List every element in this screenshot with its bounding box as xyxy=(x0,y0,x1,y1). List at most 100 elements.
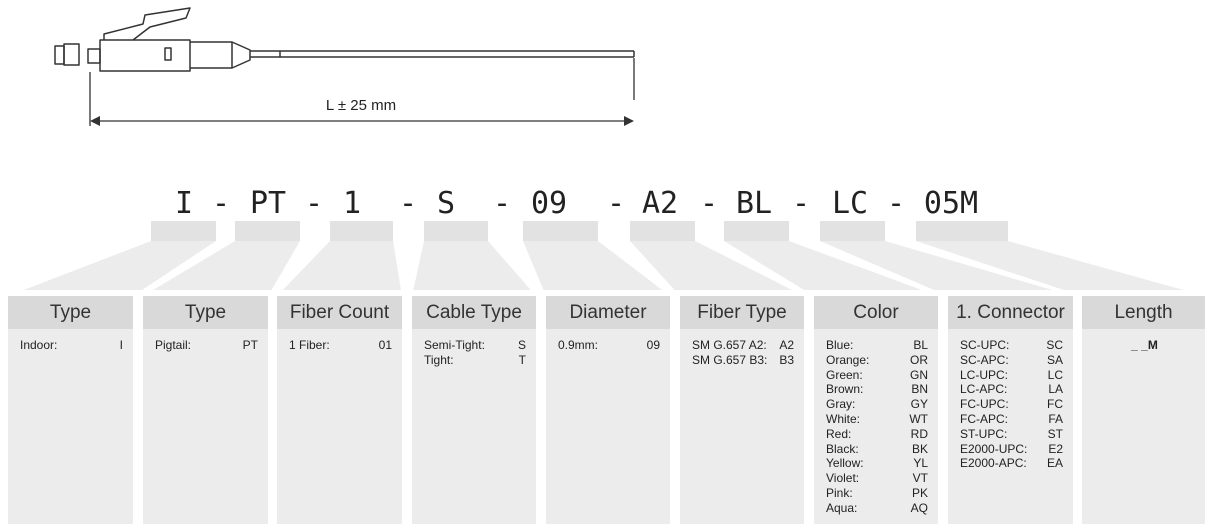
option-label: Tight: xyxy=(424,352,454,367)
option-label: SC-UPC: xyxy=(960,338,1010,352)
option-row: Aqua:AQ xyxy=(826,501,928,516)
option-label: LC-UPC: xyxy=(960,367,1009,382)
option-row: SC-UPC: SC xyxy=(960,338,1063,353)
option-code: LA xyxy=(1048,382,1063,397)
option-label: Black: xyxy=(826,441,859,456)
option-row: SC-APC:SA xyxy=(960,353,1063,368)
option-label: SM G.657 A2: xyxy=(692,338,767,352)
option-label: Gray: xyxy=(826,397,856,412)
option-row: Tight:T xyxy=(424,353,526,368)
option-code: SA xyxy=(1046,352,1063,367)
option-code: B3 xyxy=(779,352,794,367)
option-code: A2 xyxy=(779,338,794,352)
code-tab-color xyxy=(724,221,789,241)
dimension-label: L ± 25 mm xyxy=(326,97,396,114)
option-row: ST-UPC: ST xyxy=(960,427,1063,442)
option-code: E2 xyxy=(1048,441,1063,456)
option-label: Yellow: xyxy=(826,456,864,471)
option-row: Pigtail: PT xyxy=(155,338,258,353)
option-label: Brown: xyxy=(826,382,864,397)
option-row: FC-UPC:FC xyxy=(960,397,1063,412)
column-header: Color xyxy=(814,296,938,329)
option-label: Indoor: xyxy=(20,338,58,352)
option-row: Orange:OR xyxy=(826,353,928,368)
option-row: Violet:VT xyxy=(826,471,928,486)
option-row: Gray: GY xyxy=(826,397,928,412)
option-label: Pigtail: xyxy=(155,338,192,352)
length-placeholder: _ _M xyxy=(1131,338,1158,352)
code-segment-diameter: 09 xyxy=(530,186,568,221)
length-dimension-line xyxy=(89,58,635,126)
option-code: EA xyxy=(1046,456,1063,471)
option-row: Semi-Tight:S xyxy=(424,338,526,353)
option-row: E2000-UPC: E2 xyxy=(960,442,1063,457)
option-row: Black: BK xyxy=(826,442,928,457)
column-header: Fiber Type xyxy=(680,296,804,329)
option-row: 0.9mm: 09 xyxy=(558,338,660,353)
option-row: SM G.657 A2: A2 xyxy=(692,338,794,353)
code-segment-pigtail: PT xyxy=(249,186,287,221)
code-separator: - xyxy=(699,186,719,221)
code-tab-connector xyxy=(820,221,885,241)
code-separator: - xyxy=(606,186,626,221)
code-separator: - xyxy=(211,186,231,221)
option-code: AQ xyxy=(910,500,928,515)
option-code: PK xyxy=(911,485,928,500)
code-segment-cable-type: S xyxy=(436,186,456,221)
option-row: Yellow: YL xyxy=(826,456,928,471)
column-fiber-type: Fiber Type SM G.657 A2: A2 SM G.657 B3:B3 xyxy=(680,296,804,524)
column-color: Color Blue:BL Orange:OR Green:GN Brown:B… xyxy=(814,296,938,524)
option-code: ST xyxy=(1047,426,1063,441)
option-row: FC-APC:FA xyxy=(960,412,1063,427)
option-row: Pink:PK xyxy=(826,486,928,501)
code-separator: - xyxy=(791,186,811,221)
code-segment-fiber-count: 1 xyxy=(342,186,362,221)
option-code: WT xyxy=(909,411,928,426)
column-header: Fiber Count xyxy=(277,296,402,329)
column-header: Type xyxy=(8,296,133,329)
option-code: GN xyxy=(910,367,928,382)
column-diameter: Diameter 0.9mm:09 xyxy=(546,296,670,524)
code-segment-color: BL xyxy=(735,186,773,221)
column-cable-type: Cable Type Semi-Tight:S Tight:T xyxy=(412,296,536,524)
column-header: Type xyxy=(143,296,268,329)
code-tab-cable-type xyxy=(424,221,488,241)
option-code: BL xyxy=(913,338,928,352)
column-header: Length xyxy=(1082,296,1205,329)
option-label: 1 Fiber: xyxy=(289,338,330,352)
option-code: VT xyxy=(912,471,928,486)
option-label: Red: xyxy=(826,426,852,441)
option-code: YL xyxy=(913,456,928,471)
code-segment-type: I xyxy=(174,186,194,221)
option-code: PT xyxy=(242,338,258,352)
code-tab-fiber-count xyxy=(330,221,393,241)
option-row: LC-UPC: LC xyxy=(960,368,1063,383)
option-code: LC xyxy=(1047,367,1063,382)
option-row: LC-APC:LA xyxy=(960,382,1063,397)
code-tab-fiber-type xyxy=(630,221,695,241)
tab-to-column-connectors xyxy=(23,241,1184,290)
option-code: RD xyxy=(910,426,928,441)
option-code: SC xyxy=(1046,338,1063,352)
column-connector: 1. Connector SC-UPC:SC SC-APC:SA LC-UPC:… xyxy=(948,296,1073,524)
option-label: 0.9mm: xyxy=(558,338,599,352)
option-label: Orange: xyxy=(826,352,870,367)
option-label: FC-APC: xyxy=(960,411,1008,426)
option-row: Red: RD xyxy=(826,427,928,442)
option-code: 01 xyxy=(378,338,392,352)
option-row: E2000-APC:EA xyxy=(960,456,1063,471)
option-code: BK xyxy=(911,441,928,456)
column-fiber-count: Fiber Count 1 Fiber: 01 xyxy=(277,296,402,524)
option-label: E2000-UPC: xyxy=(960,441,1028,456)
code-separator: - xyxy=(886,186,906,221)
option-row: Indoor:I xyxy=(20,338,123,353)
option-label: ST-UPC: xyxy=(960,426,1008,441)
option-row: 1 Fiber: 01 xyxy=(289,338,392,353)
option-code: 09 xyxy=(646,338,660,352)
option-row: Green:GN xyxy=(826,368,928,383)
option-row: SM G.657 B3:B3 xyxy=(692,353,794,368)
option-label: Semi-Tight: xyxy=(424,338,485,352)
column-length: Length _ _M xyxy=(1082,296,1205,524)
option-label: FC-UPC: xyxy=(960,397,1009,412)
option-code: GY xyxy=(910,397,928,412)
